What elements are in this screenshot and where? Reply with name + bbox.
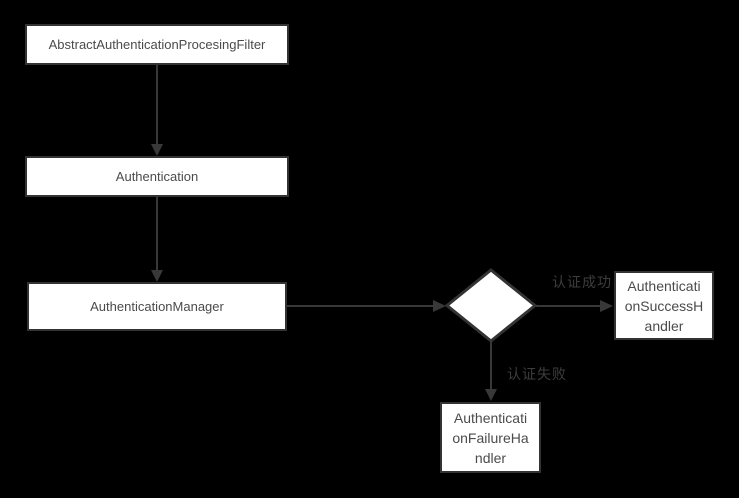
edge-decision-to-failure-line [490,341,492,389]
diamond-shape [444,268,538,343]
node-label-line: ndler [474,449,507,466]
node-label-line: andler [644,317,684,334]
edge-decision-to-success-line [536,305,600,307]
arrowhead-down-icon [151,144,163,156]
node-authentication-manager: AuthenticationManager [27,282,287,331]
edge-label-auth-failure: 认证失败 [507,366,567,382]
node-label: AuthenticationManager [90,298,224,314]
node-label: AbstractAuthenticationProcesingFilter [48,36,266,52]
node-authentication: Authentication [25,156,289,197]
node-authentication-failure-handler: Authenticati onFailureHa ndler [440,402,541,473]
node-label-line: onSuccessH [624,297,704,314]
arrowhead-down-icon [151,270,163,282]
node-authentication-success-handler: Authenticati onSuccessH andler [614,271,714,340]
arrowhead-down-icon [485,389,497,401]
edge-filter-to-authentication-line [156,65,158,144]
node-decision-diamond [444,268,538,343]
edge-authentication-to-manager-line [156,197,158,270]
node-label-line: Authenticati [627,277,701,294]
node-abstract-authentication-processing-filter: AbstractAuthenticationProcesingFilter [25,24,289,65]
arrowhead-right-icon [433,300,446,312]
arrowhead-right-icon [600,300,613,312]
node-label-line: Authenticati [453,409,528,426]
node-label: Authentication [115,168,199,184]
node-label-line: onFailureHa [452,429,529,446]
edge-label-auth-success: 认证成功 [552,274,612,290]
edge-manager-to-decision-line [287,305,433,307]
